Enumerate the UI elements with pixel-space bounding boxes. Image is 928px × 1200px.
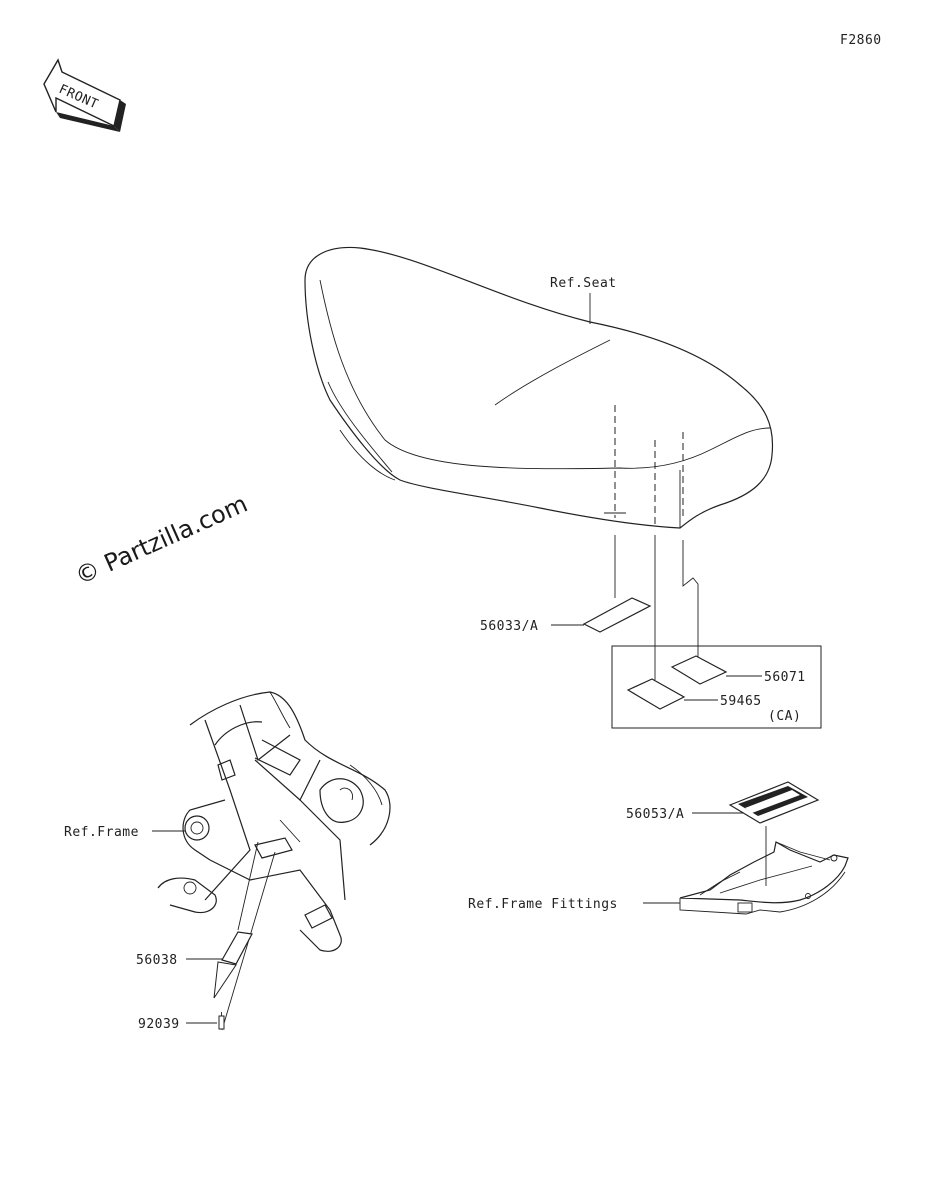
label-59465-icon (626, 678, 686, 710)
guide-line-56038 (237, 841, 259, 931)
frame-illustration (157, 691, 391, 952)
ref-frame-fittings-label: Ref.Frame Fittings (468, 897, 618, 912)
guide-line-56071 (682, 540, 699, 662)
ca-box (611, 645, 822, 729)
part-56071-label: 56071 (764, 670, 806, 685)
part-56038-label: 56038 (136, 953, 178, 968)
label-56053-icon (728, 781, 820, 824)
part-56038-icon (221, 931, 253, 965)
frame-fittings-illustration (679, 841, 849, 915)
part-56053-label: 56053/A (626, 807, 684, 822)
watermark: © Partzilla.com (71, 490, 252, 591)
ca-label: (CA) (768, 709, 801, 724)
diagram-code: F2860 (840, 33, 882, 48)
ref-seat-label: Ref.Seat (550, 276, 617, 291)
rivet-92039-icon (218, 1012, 225, 1030)
front-arrow-icon: FRONT (43, 58, 126, 132)
seat-illustration (304, 246, 774, 529)
pointer-arrow-icon (213, 961, 237, 999)
part-92039-label: 92039 (138, 1017, 180, 1032)
label-56033-icon (582, 597, 652, 633)
part-56033-label: 56033/A (480, 619, 538, 634)
label-56071-icon (670, 655, 728, 685)
part-59465-label: 59465 (720, 694, 762, 709)
ref-frame-label: Ref.Frame (64, 825, 139, 840)
